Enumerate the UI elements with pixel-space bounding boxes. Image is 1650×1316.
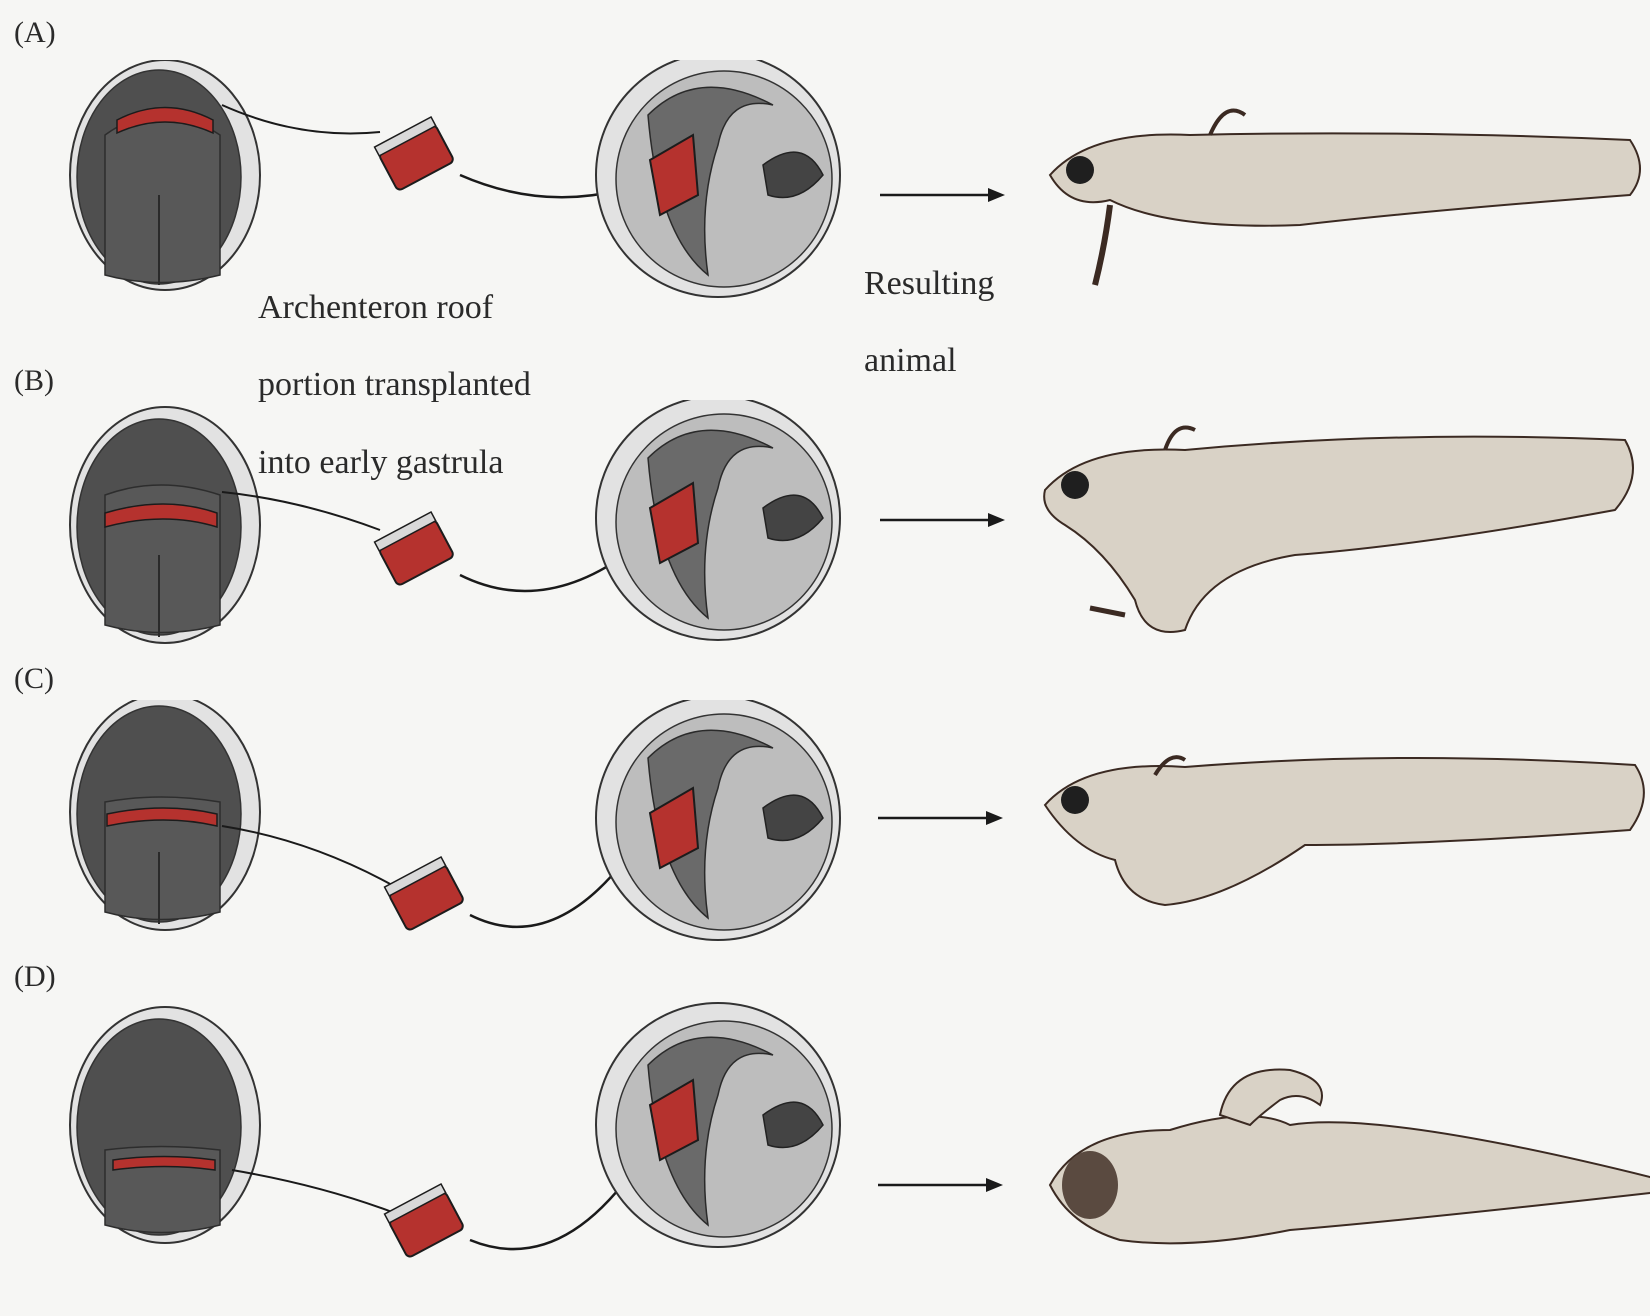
connector-line [232, 1170, 392, 1212]
host-gastrula [596, 60, 840, 297]
donor-embryo [70, 700, 260, 930]
transplant-arrow [470, 860, 625, 927]
transplant-arrow [470, 1175, 630, 1249]
donor-embryo [70, 1007, 260, 1243]
panel-label-b: (B) [14, 366, 54, 396]
resulting-animal [1050, 1070, 1650, 1244]
result-arrow-head [988, 188, 1005, 202]
panel-label-a: (A) [14, 18, 56, 48]
resulting-animal [1044, 428, 1633, 633]
host-gastrula [596, 700, 840, 940]
resulting-animal [1045, 757, 1644, 905]
excised-tissue [385, 857, 465, 931]
resulting-animal [1050, 111, 1640, 286]
transplant-arrow [460, 555, 625, 591]
excised-tissue [375, 512, 455, 586]
excised-tissue [385, 1184, 465, 1258]
panel-b [0, 400, 1650, 670]
result-arrow-head [986, 811, 1003, 825]
donor-embryo [70, 407, 260, 643]
panel-a [0, 60, 1650, 350]
panel-c [0, 700, 1650, 970]
result-arrow-head [988, 513, 1005, 527]
excised-tissue [375, 117, 455, 191]
donor-embryo [70, 60, 260, 290]
host-gastrula [596, 400, 840, 640]
panel-d [0, 1000, 1650, 1316]
host-gastrula [596, 1003, 840, 1247]
result-arrow-head [986, 1178, 1003, 1192]
